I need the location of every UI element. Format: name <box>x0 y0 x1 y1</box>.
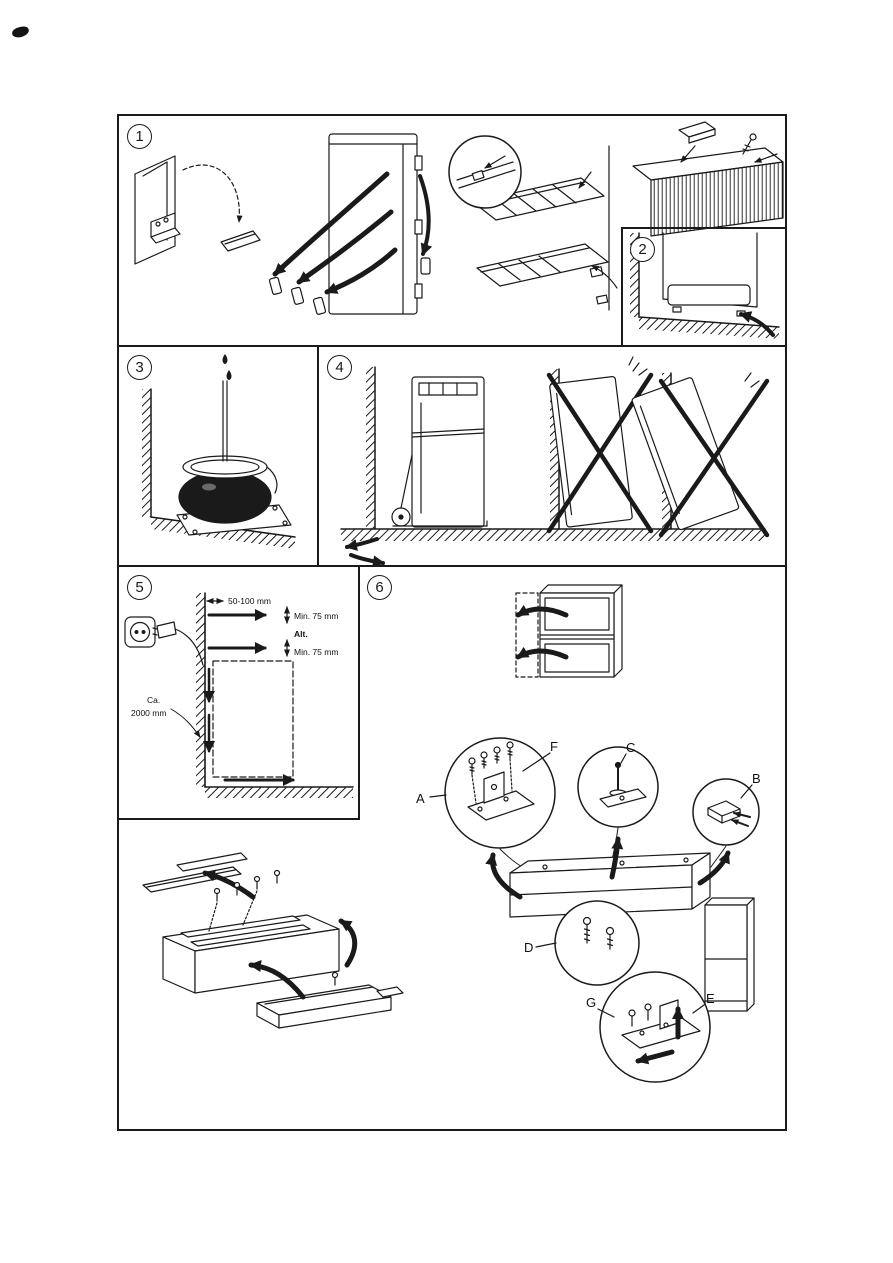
clearance-labels: 50-100 mm Min. 75 mm Alt. Min. 75 mm Ca.… <box>131 596 338 718</box>
door-hinge-bracket-figure <box>134 155 261 265</box>
installation-clearance-figure <box>170 592 354 798</box>
panel-5-bottom-border <box>117 818 360 820</box>
cross-out-x <box>658 378 770 538</box>
detail-circle-hinge-bracket <box>429 737 556 849</box>
plug-covers <box>268 257 431 315</box>
divider-panel1-bottom <box>117 345 787 347</box>
panel-6-figure: F C B A D G E <box>416 584 761 1083</box>
callout-c: C <box>626 740 635 755</box>
top-hinge-condenser-figure <box>632 121 784 237</box>
panel-1-number-badge: 1 <box>127 124 152 149</box>
panel-4-number-badge: 4 <box>327 355 352 380</box>
panel-1-figure <box>134 121 784 315</box>
callout-f: F <box>550 739 558 754</box>
fridge-lying-down-figure <box>485 836 731 918</box>
table-top-assembly <box>162 869 358 994</box>
wall-outlet-plug-figure <box>124 616 204 666</box>
door-reversal-overview-figure <box>515 584 623 678</box>
panel-5-right-border <box>358 565 360 820</box>
fridge-on-hand-truck-figure <box>345 376 488 568</box>
panel-2-figure <box>630 232 780 339</box>
callout-letters: F C B A D G E <box>416 739 761 1010</box>
panel-1-number: 1 <box>135 128 144 145</box>
fridge-plug-covers-figure <box>268 133 433 315</box>
trim-strips <box>142 852 248 893</box>
panel-5-number-badge: 5 <box>127 575 152 600</box>
panel-5-figure: 50-100 mm Min. 75 mm Alt. Min. 75 mm Ca.… <box>124 592 354 798</box>
label-wall-gap: 50-100 mm <box>228 596 271 606</box>
divider-panel3-4 <box>317 345 319 567</box>
panel-4-figure <box>340 356 770 568</box>
label-cord-ca: Ca. <box>147 695 160 705</box>
label-alt: Alt. <box>294 629 308 639</box>
water-droplet <box>222 354 228 365</box>
callout-b: B <box>752 771 761 786</box>
screws <box>468 741 514 775</box>
callout-g: G <box>586 995 596 1010</box>
leaning-fridge-crossed-figure <box>546 356 654 534</box>
panel-3-number-badge: 3 <box>127 355 152 380</box>
compressor-drip-tray-figure <box>142 354 296 549</box>
panel-6-number: 6 <box>375 579 384 596</box>
panel-3-figure <box>142 354 296 549</box>
label-min-clearance-top: Min. 75 mm <box>294 611 338 621</box>
screws <box>208 869 281 932</box>
plinth-tray-figure <box>630 232 780 339</box>
label-min-clearance-alt: Min. 75 mm <box>294 647 338 657</box>
divider-panel34-bottom <box>117 565 787 567</box>
label-cord-length: 2000 mm <box>131 708 166 718</box>
callout-d: D <box>524 940 533 955</box>
detail-circle-cover-cap <box>692 778 760 846</box>
panel-4-number: 4 <box>335 359 344 376</box>
page-outer-frame <box>117 114 787 1131</box>
panel-3-number: 3 <box>135 359 144 376</box>
panel-2-number: 2 <box>638 241 647 258</box>
callout-e: E <box>706 991 715 1006</box>
panel-5-number: 5 <box>135 579 144 596</box>
tilted-fridge-crossed-figure <box>631 372 770 538</box>
panel-6-number-badge: 6 <box>367 575 392 600</box>
panel-6-trim-assembly-figure <box>142 852 404 1029</box>
shelf-stopper-figure <box>448 135 618 311</box>
bottom-tray <box>256 971 404 1029</box>
panel-2-number-badge: 2 <box>630 237 655 262</box>
scan-artifact <box>11 25 30 39</box>
callout-a: A <box>416 791 425 806</box>
detail-circle-bottom-hinge <box>597 971 711 1083</box>
detail-circle-screws <box>535 900 640 986</box>
water-droplet <box>226 370 232 381</box>
detail-circle-hinge-pin <box>577 746 659 828</box>
